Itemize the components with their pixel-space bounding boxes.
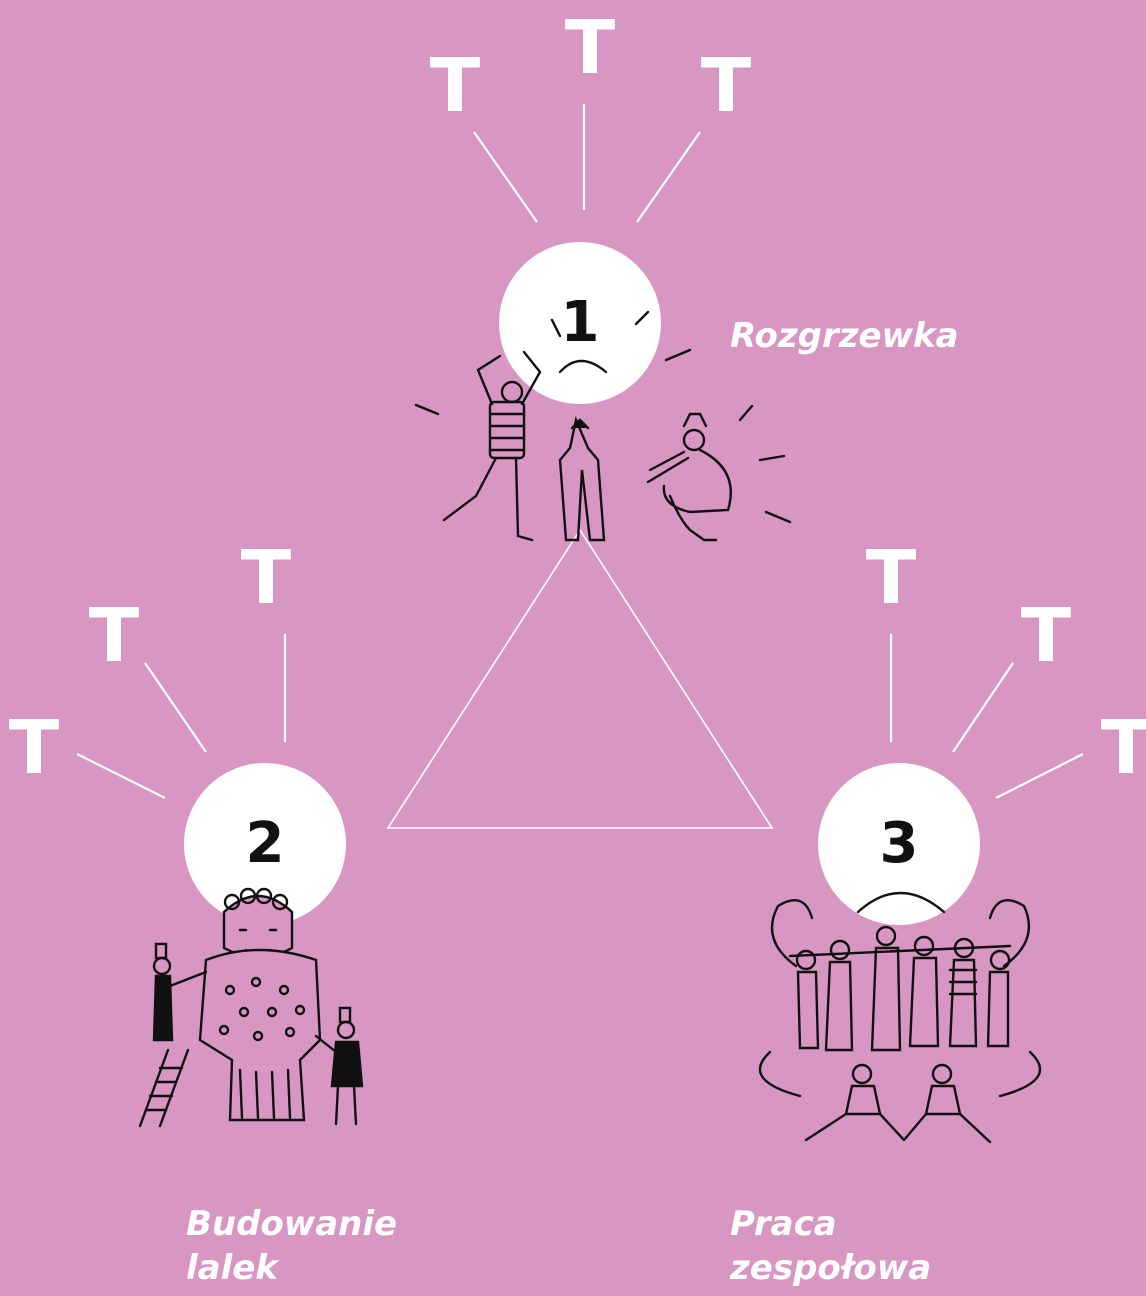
caption-2-line-1: Budowanie: [186, 1204, 398, 1244]
ray-letter: T: [8, 705, 60, 791]
ray-letter: T: [564, 5, 616, 91]
caption-3-line-1: Praca: [730, 1204, 837, 1244]
team-circle-drawing: [758, 891, 1042, 1144]
ray-letter: T: [700, 43, 752, 129]
ray-3-middle: [952, 662, 1014, 753]
caption-2: Budowanie lalek: [186, 1202, 397, 1290]
ray-letter: T: [240, 535, 292, 621]
caption-2-line-2: lalek: [186, 1248, 278, 1289]
ray-letter: T: [865, 535, 917, 621]
caption-1: Rozgrzewka: [730, 316, 959, 356]
ray-1-left: [473, 131, 538, 223]
node-circle-1: [499, 242, 661, 404]
giant-puppet-drawing: [138, 887, 364, 1128]
caption-3-line-2: zespołowa: [730, 1248, 932, 1289]
node-circle-3: [818, 763, 980, 925]
ray-3-right: [995, 753, 1084, 799]
caption-3: Praca zespołowa: [730, 1202, 931, 1290]
node-number-2: 2: [245, 811, 285, 876]
ray-2-left: [76, 753, 166, 799]
ray-letter: T: [1020, 593, 1072, 679]
stretching-figures-drawing: [414, 310, 792, 542]
center-triangle: [386, 528, 774, 829]
node-number-1: 1: [560, 290, 600, 355]
ray-1-right: [636, 131, 701, 223]
ray-2-middle: [144, 662, 207, 753]
ray-letter: T: [88, 593, 140, 679]
node-number-3: 3: [879, 811, 919, 876]
ray-letter: T: [1100, 705, 1146, 791]
ray-letter: T: [429, 43, 481, 129]
